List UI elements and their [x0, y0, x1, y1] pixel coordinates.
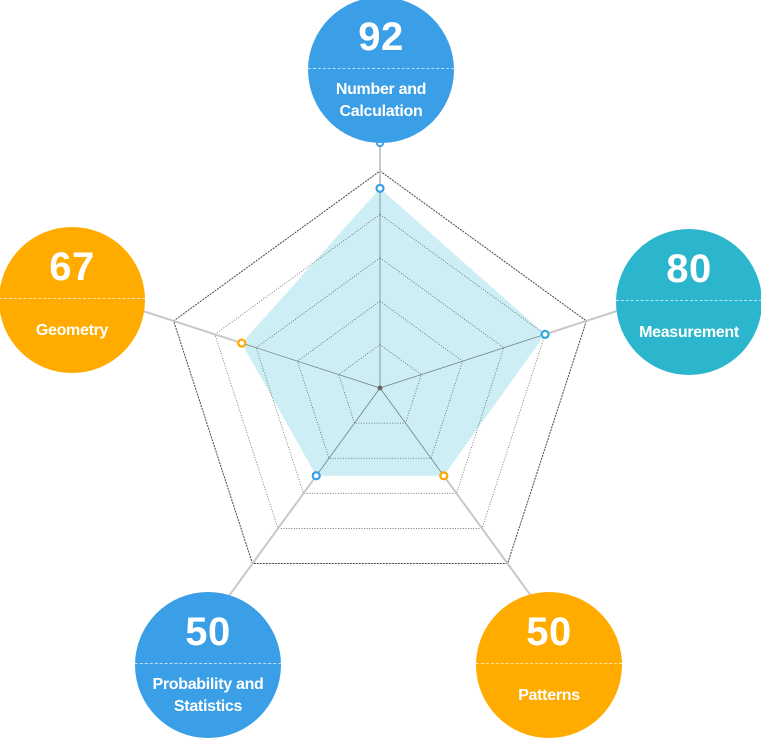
- axis-label: Geometry: [35, 322, 109, 339]
- data-point: [439, 471, 449, 481]
- grid-ring-1: [338, 344, 422, 424]
- axis-label: Patterns: [518, 687, 580, 704]
- axis-label: Measurement: [639, 324, 739, 341]
- data-point: [375, 183, 385, 193]
- grid-ring-5: [173, 170, 587, 565]
- bubble-divider: [476, 663, 622, 664]
- axis-bubble-measurement: 80 Measurement: [616, 229, 761, 375]
- bubble-divider: [135, 663, 281, 664]
- grid-ring-4: [214, 213, 546, 529]
- axis-connector: [125, 304, 243, 345]
- data-point: [540, 329, 550, 339]
- grid-ring-3: [255, 257, 505, 494]
- axis-value: 80: [666, 247, 712, 291]
- axis-label: Probability and Statistics: [152, 676, 264, 715]
- axis-value: 92: [358, 15, 404, 59]
- axis-connector: [442, 475, 543, 612]
- axis-bubble-number-and-calculation: 92 Number and Calculation: [308, 0, 454, 143]
- axis-bubble-geometry: 67 Geometry: [0, 227, 145, 373]
- axis-value: 50: [526, 610, 572, 654]
- axis-bubble-patterns: 50 Patterns: [476, 592, 622, 738]
- data-point: [311, 471, 321, 481]
- bubble-divider: [308, 68, 454, 69]
- axis-connector: [217, 475, 318, 612]
- center-point: [377, 385, 383, 391]
- bubble-divider: [616, 300, 761, 301]
- axis-label: Number and Calculation: [335, 81, 427, 120]
- bubble-divider: [0, 298, 145, 299]
- grid-ring-2: [296, 300, 464, 459]
- axis-value: 50: [185, 610, 231, 654]
- axis-value: 67: [49, 245, 95, 289]
- data-point: [237, 338, 247, 348]
- data-area: [241, 188, 546, 476]
- axis-bubble-probability-and-statistics: 50 Probability and Statistics: [135, 592, 281, 738]
